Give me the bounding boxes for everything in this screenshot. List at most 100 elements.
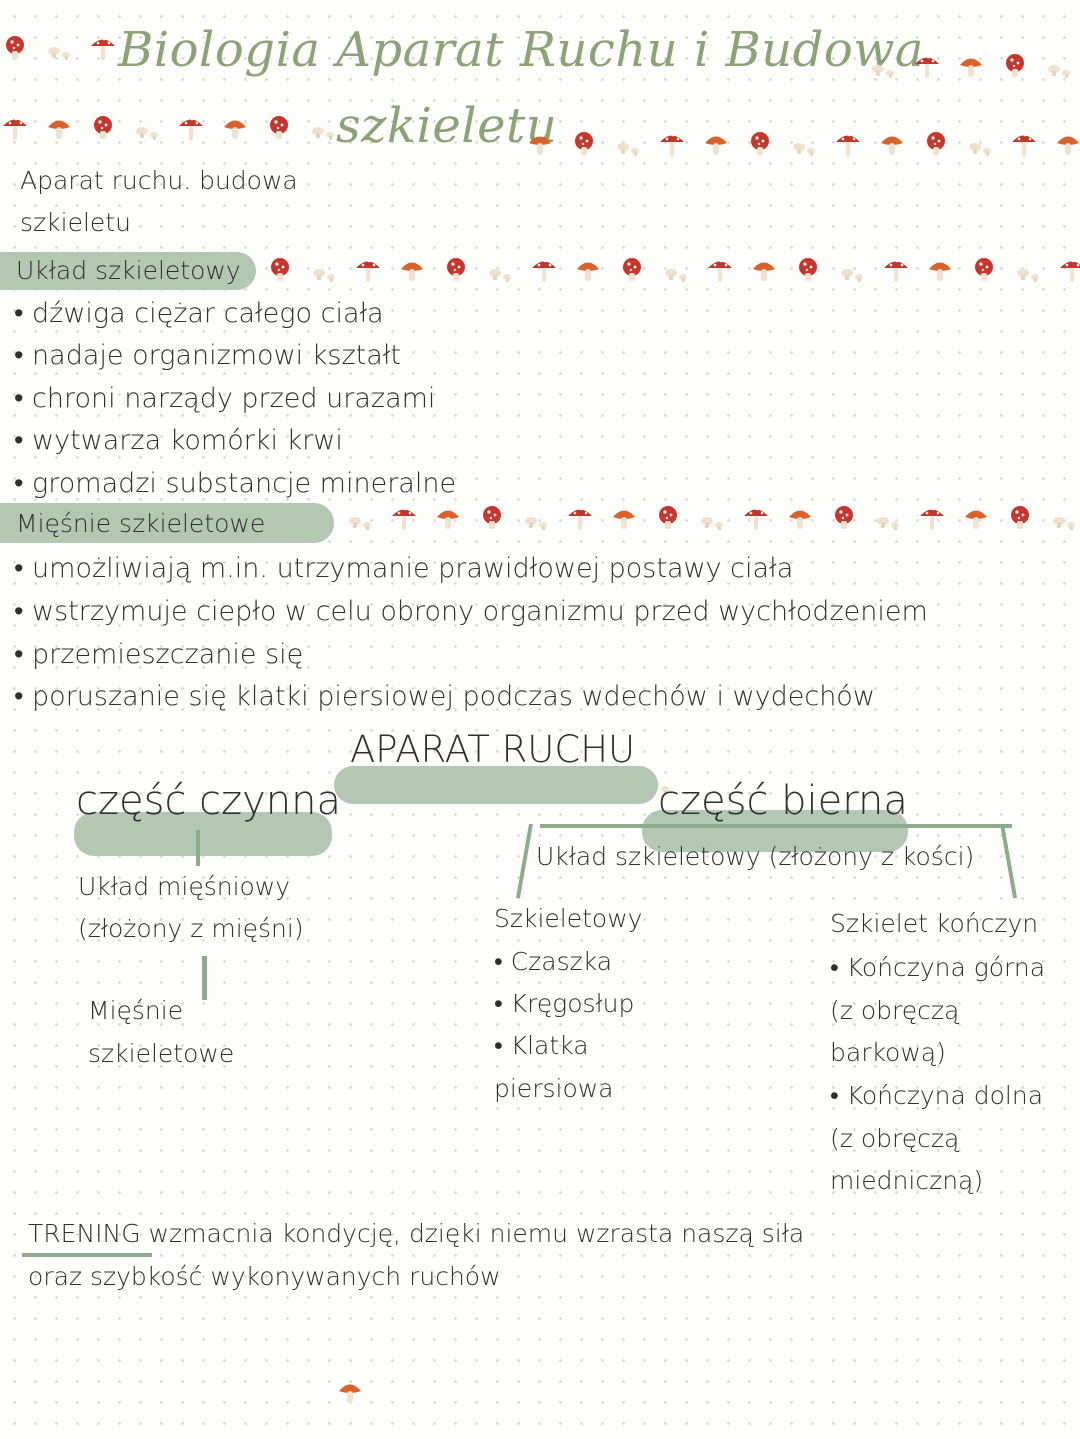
diagram-root-highlight [334,766,658,804]
branch2-item-4: • Kończyna dolna [830,1081,1044,1110]
mushroom-icon [397,255,427,285]
section2-item-2: • wstrzymuje ciepło w celu obrony organi… [14,596,928,627]
mushroom-icon [573,255,603,285]
mushroom-icon [877,129,907,159]
branch1-item-1: • Czaszka [494,947,613,976]
mushroom-icon [441,255,471,285]
branch1-item-2: • Kręgosłup [494,989,635,1018]
section1-item-4: • wytwarza komórki krwi [14,425,343,456]
branch2-title: Szkielet kończyn [830,909,1039,938]
mushroom-icon [1049,503,1079,533]
mushroom-icon [701,129,731,159]
left-label-highlight [74,812,332,856]
branch2-item-6: miedniczną) [830,1166,984,1195]
mushroom-icon [264,113,294,143]
right-child: Układ szkieletowy (złożony z kości) [536,842,975,871]
subtitle-line1: Aparat ruchu. budowa [20,166,298,195]
footer-underline [22,1253,152,1257]
mushroom-icon [1009,129,1039,159]
mushroom-icon [837,255,867,285]
subtitle-line2: szkieletu [20,208,131,237]
section2-item-1: • umożliwiają m.in. utrzymanie prawidłow… [14,553,794,584]
mushroom-icon [308,113,338,143]
mushroom-icon [44,33,74,63]
mushroom-icon [697,503,727,533]
mushroom-border-row2-left [0,108,334,148]
mushroom-icon [1044,51,1074,81]
mushroom-icon [389,503,419,533]
right-branch-label: część bierna [658,778,908,824]
mushroom-icon [1013,255,1043,285]
branch2-item-3: barkową) [830,1038,946,1067]
mushroom-icon [745,129,775,159]
diagram-root: APARAT RUCHU [350,728,636,771]
footer-line2: oraz szybkość wykonywanych ruchów [28,1262,501,1291]
mushroom-icon [1000,51,1030,81]
mushroom-icon [881,255,911,285]
mushroom-icon [912,51,942,81]
mushroom-border-top-left [0,28,115,68]
left-leaf-line2: szkieletowe [88,1039,235,1068]
mushroom-icon [868,51,898,81]
branch2-item-1: • Kończyna górna [830,953,1046,982]
mushroom-icon [521,503,551,533]
mushroom-icon [609,503,639,533]
page-title-line2: szkieletu [336,98,558,154]
mushroom-icon [613,129,643,159]
mushroom-icon [1053,129,1080,159]
mushroom-icon [0,113,30,143]
footer-line1-rest: wzmacnia kondycję, dzięki niemu wzrasta … [140,1219,805,1248]
section2-item-4: • poruszanie się klatki piersiowej podcz… [14,681,875,712]
footer-highlight-word: TRENING [28,1219,141,1248]
footer-line1: TRENING wzmacnia kondycję, dzięki niemu … [28,1219,804,1248]
left-child-line1: Układ mięśniowy [78,872,291,901]
section1-item-3: • chroni narządy przed urazami [14,383,436,414]
branch1-title: Szkieletowy [494,904,643,933]
mushroom-icon [529,255,559,285]
mushroom-icon [265,255,295,285]
mushroom-icon [617,255,647,285]
mushroom-icon [705,255,735,285]
mushroom-icon [653,503,683,533]
section1-heading: Układ szkieletowy [16,256,241,285]
mushroom-icon [220,113,250,143]
mushroom-border-top-right [868,46,1078,86]
mushroom-icon [1005,503,1035,533]
branch1-item-3: • Klatka [494,1031,589,1060]
branch2-item-2: (z obręczą [830,996,960,1025]
mushroom-icon [749,255,779,285]
mushroom-icon [793,255,823,285]
branch2-item-5: (z obręczą [830,1124,960,1153]
mushroom-icon [565,503,595,533]
mushroom-icon [88,113,118,143]
mushroom-icon [132,113,162,143]
mushroom-icon [345,503,375,533]
mushroom-icon [44,113,74,143]
branch1-item-4: piersiowa [494,1074,614,1103]
right-bracket-left [515,824,533,898]
mushroom-bottom [335,1372,367,1412]
mushroom-icon [88,33,118,63]
mushroom-border-section2 [345,498,1078,538]
mushroom-icon [335,1377,365,1407]
section1-heading-highlight [0,252,256,290]
mushroom-icon [0,33,30,63]
mushroom-icon [176,113,206,143]
section1-item-2: • nadaje organizmowi kształt [14,340,402,371]
mushroom-icon [965,129,995,159]
right-bracket-right [1000,824,1018,898]
mushroom-icon [657,129,687,159]
mushroom-icon [956,51,986,81]
mushroom-icon [525,129,555,159]
page-title: Biologia Aparat Ruchu i Budowa [118,22,924,78]
left-connector-1 [196,830,200,866]
mushroom-icon [961,503,991,533]
left-branch-label: część czynna [76,778,342,824]
mushroom-icon [917,503,947,533]
mushroom-icon [789,129,819,159]
mushroom-icon [741,503,771,533]
right-bracket-top [540,824,1012,828]
mushroom-icon [829,503,859,533]
mushroom-icon [485,255,515,285]
section2-heading-highlight [0,503,334,543]
